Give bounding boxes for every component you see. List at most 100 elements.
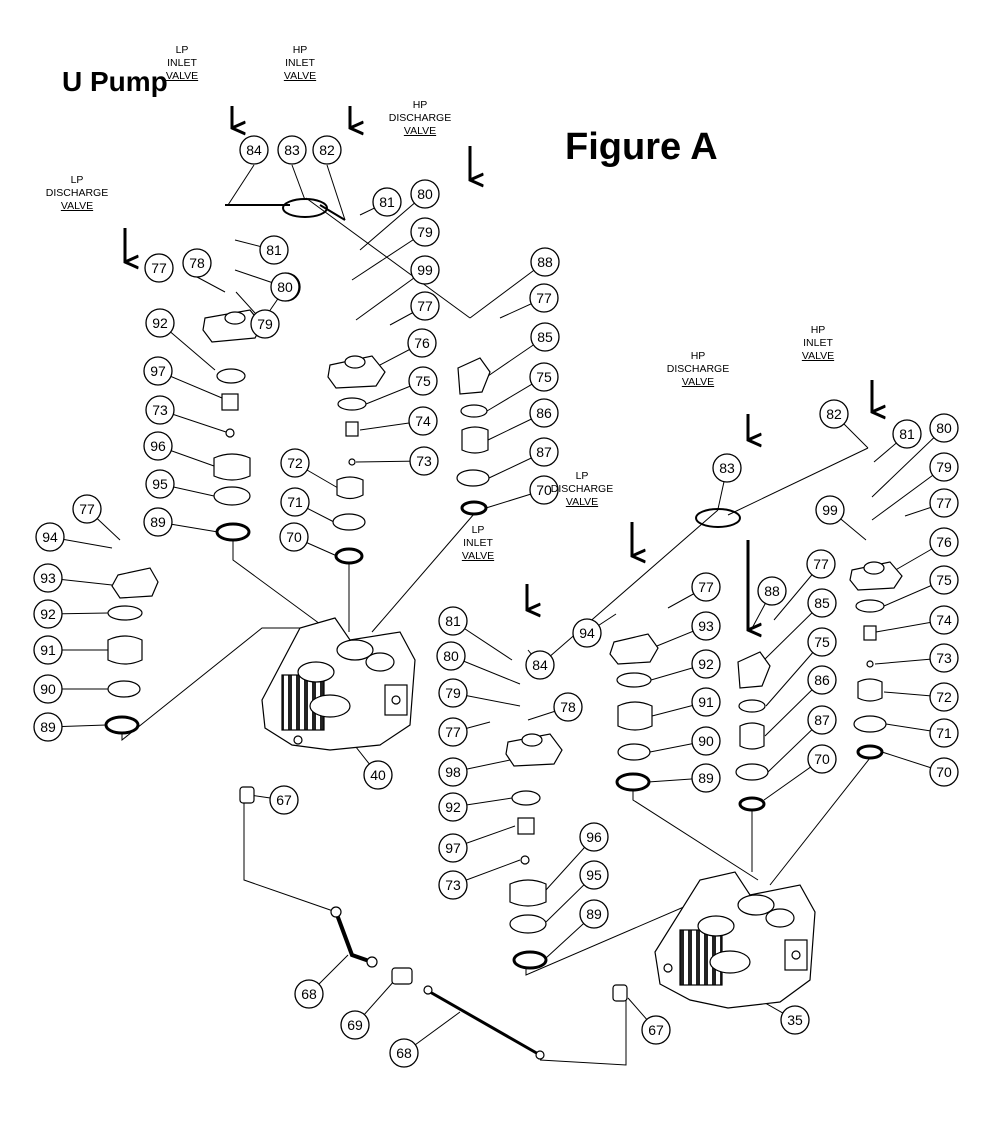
callout-98: 98 <box>438 757 468 787</box>
callout-number: 70 <box>936 764 952 780</box>
callout-71: 71 <box>280 487 310 517</box>
callout-circle <box>277 135 307 165</box>
leader-line <box>727 447 869 516</box>
callout-number: 75 <box>415 373 431 389</box>
callout-circle <box>407 328 437 358</box>
callout-circle <box>259 235 289 265</box>
callout-number: 94 <box>42 529 58 545</box>
callout-circle <box>438 717 468 747</box>
callout-number: 69 <box>347 1017 363 1033</box>
leader-line <box>227 164 255 206</box>
leader-line <box>525 899 701 976</box>
callout-89: 89 <box>691 763 721 793</box>
callout-number: 77 <box>151 260 167 276</box>
leader-line <box>469 261 546 319</box>
callout-82: 82 <box>819 399 849 429</box>
callout-circle <box>438 606 468 636</box>
callout-number: 95 <box>152 476 168 492</box>
callout-73: 73 <box>409 446 439 476</box>
valve-label-line: VALVE <box>461 550 495 562</box>
callout-circle <box>372 187 402 217</box>
valve-label-line: LP <box>471 524 485 536</box>
leader-line <box>121 627 300 742</box>
callout-circle <box>757 576 787 606</box>
callout-number: 81 <box>899 426 915 442</box>
callout-circle <box>691 611 721 641</box>
callout-number: 92 <box>152 315 168 331</box>
callout-circle <box>529 283 559 313</box>
callout-number: 83 <box>719 460 735 476</box>
figure-title: Figure A <box>565 126 718 168</box>
manifold-body-right <box>654 871 816 1009</box>
callout-number: 92 <box>698 656 714 672</box>
callout-number: 84 <box>532 657 548 673</box>
callout-circle <box>807 665 837 695</box>
callout-number: 89 <box>698 770 714 786</box>
callout-number: 70 <box>286 529 302 545</box>
callout-70: 70 <box>279 522 309 552</box>
valve-label-line: VALVE <box>801 350 835 362</box>
valve-label-line: VALVE <box>681 376 715 388</box>
callout-number: 88 <box>764 583 780 599</box>
callout-circle <box>929 452 959 482</box>
callout-99: 99 <box>410 255 440 285</box>
valve-label-line: HP <box>412 99 428 111</box>
callout-circle <box>340 1010 370 1040</box>
callout-86: 86 <box>807 665 837 695</box>
callout-77: 77 <box>144 253 174 283</box>
leader-line <box>539 1000 627 1066</box>
callout-90: 90 <box>691 726 721 756</box>
callout-circle <box>35 522 65 552</box>
callout-72: 72 <box>929 682 959 712</box>
callout-number: 77 <box>936 495 952 511</box>
callout-number: 83 <box>284 142 300 158</box>
callout-number: 81 <box>266 242 282 258</box>
callout-circle <box>529 437 559 467</box>
callout-91: 91 <box>691 687 721 717</box>
callout-circle <box>269 785 299 815</box>
callout-number: 90 <box>40 681 56 697</box>
callout-circle <box>33 563 63 593</box>
callout-circle <box>929 413 959 443</box>
callout-number: 67 <box>276 792 292 808</box>
callout-79: 79 <box>250 309 280 339</box>
callout-circle <box>438 757 468 787</box>
leader-line <box>871 427 945 498</box>
callout-93: 93 <box>691 611 721 641</box>
callout-circle <box>389 1038 419 1068</box>
callout-number: 72 <box>936 689 952 705</box>
callout-86: 86 <box>529 398 559 428</box>
callout-circle <box>529 362 559 392</box>
callout-80: 80 <box>929 413 959 443</box>
callout-number: 79 <box>445 685 461 701</box>
valve-label-line: VALVE <box>565 496 599 508</box>
callout-87: 87 <box>807 705 837 735</box>
callout-circle <box>182 248 212 278</box>
callout-number: 82 <box>319 142 335 158</box>
callout-number: 71 <box>287 494 303 510</box>
callout-circle <box>408 366 438 396</box>
callout-circle <box>410 255 440 285</box>
callout-number: 74 <box>415 413 431 429</box>
callout-number: 73 <box>936 650 952 666</box>
callout-circle <box>72 494 102 524</box>
callout-number: 81 <box>445 613 461 629</box>
callout-circle <box>807 744 837 774</box>
leader-line <box>305 197 471 319</box>
callout-94: 94 <box>35 522 65 552</box>
callout-96: 96 <box>579 822 609 852</box>
callout-number: 91 <box>698 694 714 710</box>
callout-68: 68 <box>294 979 324 1009</box>
callout-circle <box>806 549 836 579</box>
callout-circle <box>929 605 959 635</box>
callout-number: 86 <box>536 405 552 421</box>
callout-number: 79 <box>417 224 433 240</box>
callout-number: 73 <box>416 453 432 469</box>
callout-circle <box>33 674 63 704</box>
callout-70: 70 <box>929 757 959 787</box>
valve-label-line: DISCHARGE <box>550 483 614 495</box>
callout-88: 88 <box>757 576 787 606</box>
